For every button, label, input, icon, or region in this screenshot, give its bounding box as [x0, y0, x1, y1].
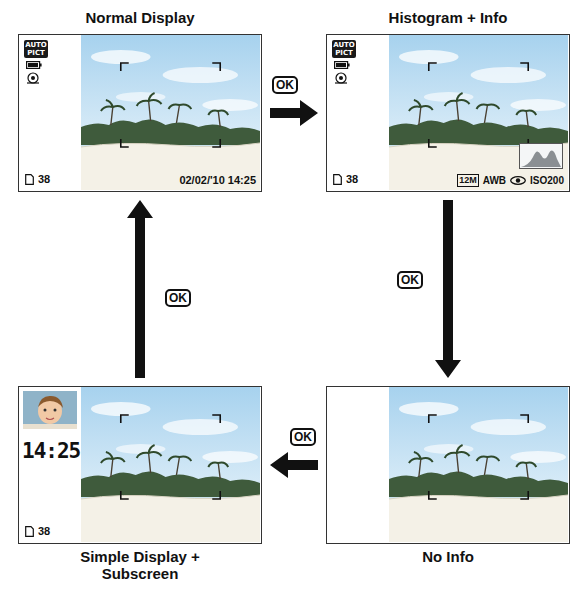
screen-title: Simple Display + Subscreen: [65, 548, 215, 582]
face-detect-icon: [334, 72, 348, 84]
red-eye-icon: [510, 176, 526, 185]
screen-frame: AUTO PICT 38 12M AWB ISO200: [326, 34, 570, 192]
battery-icon: [26, 61, 42, 69]
screen-title: Histogram + Info: [326, 9, 570, 26]
screen-info-text: AWB: [483, 175, 506, 187]
screen-title: Normal Display: [18, 9, 262, 26]
scene-illustration: [389, 387, 568, 542]
screen-frame: 14:25 38: [18, 386, 262, 544]
flow-arrow: [435, 200, 461, 378]
screen-info-text: 38: [346, 173, 358, 186]
camera-screen: AUTO PICT3812MAWBISO200Histogram + Info: [326, 34, 570, 192]
memory-card-icon: [25, 174, 34, 185]
screen-frame: AUTO PICT 38 02/02/'10 14:25: [18, 34, 262, 192]
screen-info-text: AUTO PICT: [24, 40, 48, 58]
screen-info-text: AUTO PICT: [332, 40, 356, 58]
camera-screen: 14:2538Simple Display + Subscreen: [18, 386, 262, 544]
camera-screen: No Info: [326, 386, 570, 544]
subscreen-thumbnail: [23, 391, 77, 429]
battery-icon: [334, 61, 350, 69]
screen-title: No Info: [326, 548, 570, 565]
ok-button-label: OK: [397, 271, 423, 289]
camera-screen: AUTO PICT3802/02/'10 14:25Normal Display: [18, 34, 262, 192]
flow-arrow: [270, 100, 318, 126]
screen-info-text: 12M: [457, 174, 479, 187]
screen-info-text: 38: [38, 525, 50, 538]
info-row: 12M AWB ISO200: [457, 174, 564, 187]
screen-info-text: 38: [38, 173, 50, 186]
scene-illustration: [81, 35, 260, 190]
ok-button-label: OK: [165, 289, 191, 307]
ok-button-label: OK: [290, 428, 316, 446]
ok-button-label: OK: [272, 76, 298, 94]
screen-info-text: 14:25: [22, 439, 80, 463]
screen-info-text: 02/02/'10 14:25: [179, 174, 256, 187]
screen-frame: [326, 386, 570, 544]
face-detect-icon: [26, 72, 40, 84]
memory-card-icon: [333, 174, 342, 185]
screen-info-text: ISO200: [530, 175, 564, 187]
histogram-graph: [519, 143, 563, 169]
flow-arrow: [127, 200, 153, 378]
memory-card-icon: [25, 526, 34, 537]
flow-arrow: [270, 452, 318, 478]
scene-illustration: [81, 387, 260, 542]
